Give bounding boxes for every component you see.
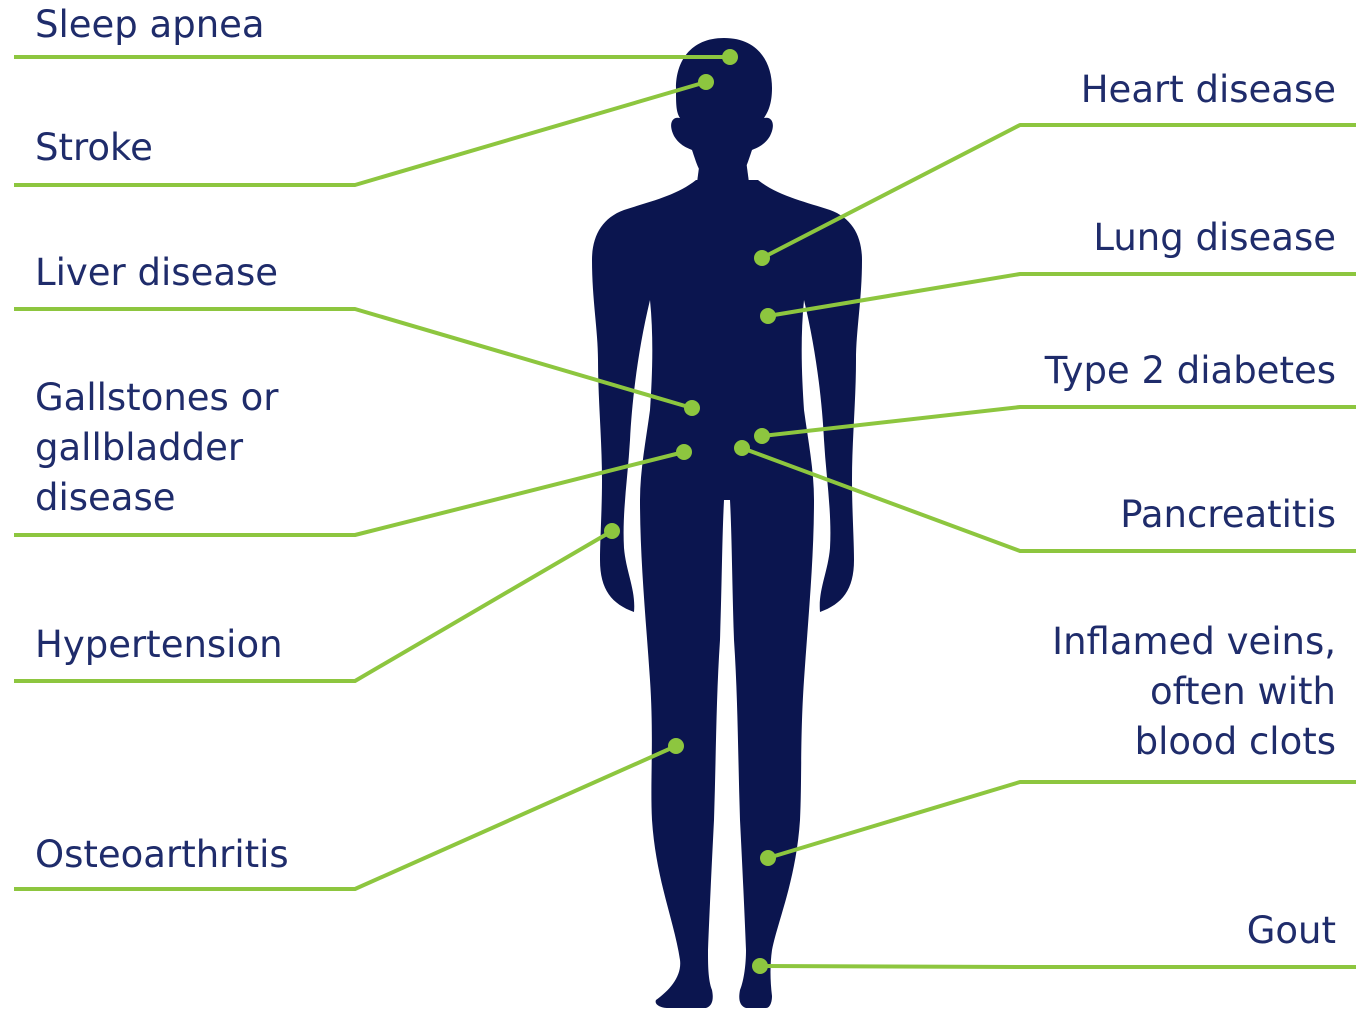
human-body-silhouette — [592, 38, 862, 1008]
connector-dot-osteoarthritis — [668, 738, 684, 754]
label-liver-disease: Liver disease — [35, 248, 278, 298]
connector-line-gout — [760, 966, 1356, 967]
label-pancreatitis: Pancreatitis — [1120, 490, 1336, 540]
connector-dot-pancreatitis — [734, 440, 750, 456]
torso-and-limbs-shape — [592, 180, 862, 1008]
connector-line-inflamed-veins — [768, 782, 1356, 858]
label-osteoarthritis: Osteoarthritis — [35, 830, 289, 880]
connector-dot-type-2-diabetes — [754, 428, 770, 444]
label-inflamed-veins: Inflamed veins, often with blood clots — [1052, 617, 1336, 767]
connector-dot-sleep-apnea — [722, 49, 738, 65]
label-heart-disease: Heart disease — [1081, 65, 1336, 115]
connector-dot-inflamed-veins — [760, 850, 776, 866]
label-type-2-diabetes: Type 2 diabetes — [1045, 346, 1336, 396]
connector-dot-gallstones — [676, 444, 692, 460]
label-gallstones: Gallstones or gallbladder disease — [35, 373, 278, 523]
label-stroke: Stroke — [35, 123, 153, 173]
label-gout: Gout — [1247, 906, 1336, 956]
label-hypertension: Hypertension — [35, 620, 283, 670]
connector-dot-lung-disease — [760, 308, 776, 324]
label-sleep-apnea: Sleep apnea — [35, 0, 265, 50]
connector-dot-stroke — [698, 74, 714, 90]
label-lung-disease: Lung disease — [1093, 213, 1336, 263]
connector-dot-gout — [752, 958, 768, 974]
connector-dot-heart-disease — [754, 250, 770, 266]
connector-dot-hypertension — [604, 523, 620, 539]
connector-dot-liver-disease — [684, 400, 700, 416]
